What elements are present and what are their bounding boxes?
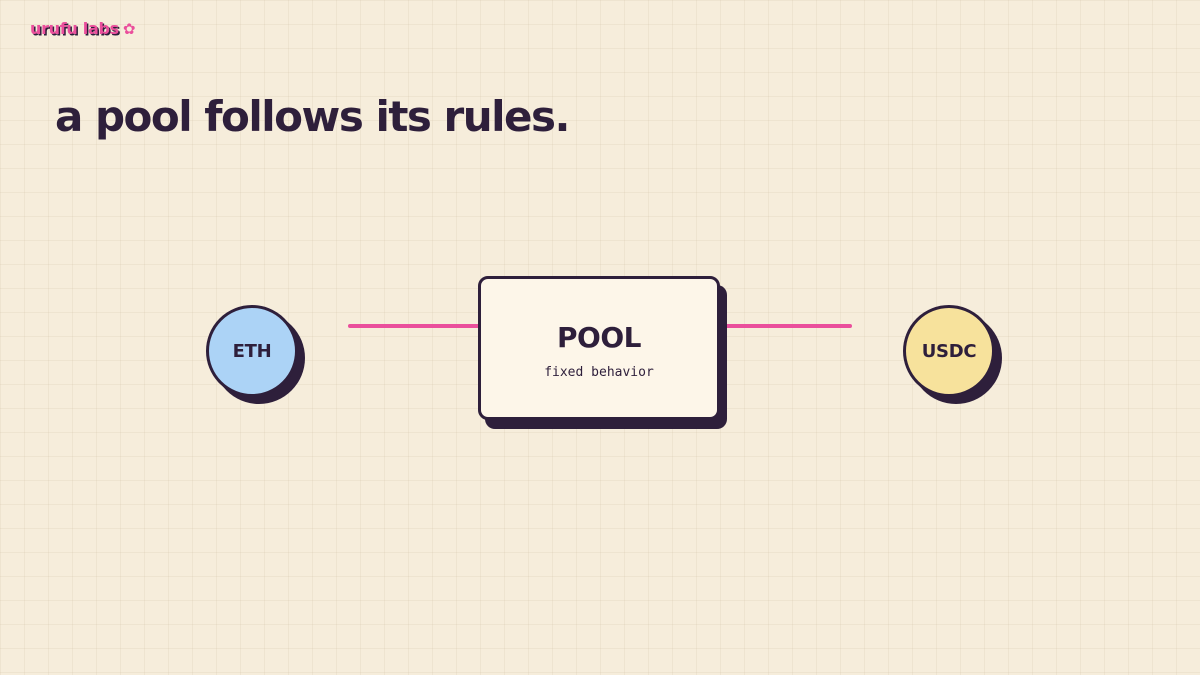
pool-node: POOL fixed behavior [478, 276, 720, 420]
token-eth-node: ETH [206, 305, 298, 397]
brand-logo: urufu labs✿ [30, 19, 135, 39]
pool-title: POOL [557, 321, 641, 354]
flower-icon: ✿ [122, 20, 136, 38]
connector-eth-pool [348, 324, 482, 328]
page-title: a pool follows its rules. [55, 92, 571, 141]
token-eth-label: ETH [232, 340, 272, 362]
token-usdc-node: USDC [903, 305, 995, 397]
connector-pool-usdc [716, 324, 852, 328]
brand-name: urufu labs [30, 19, 119, 38]
token-usdc-label: USDC [921, 340, 977, 362]
pool-subtitle: fixed behavior [544, 365, 654, 380]
